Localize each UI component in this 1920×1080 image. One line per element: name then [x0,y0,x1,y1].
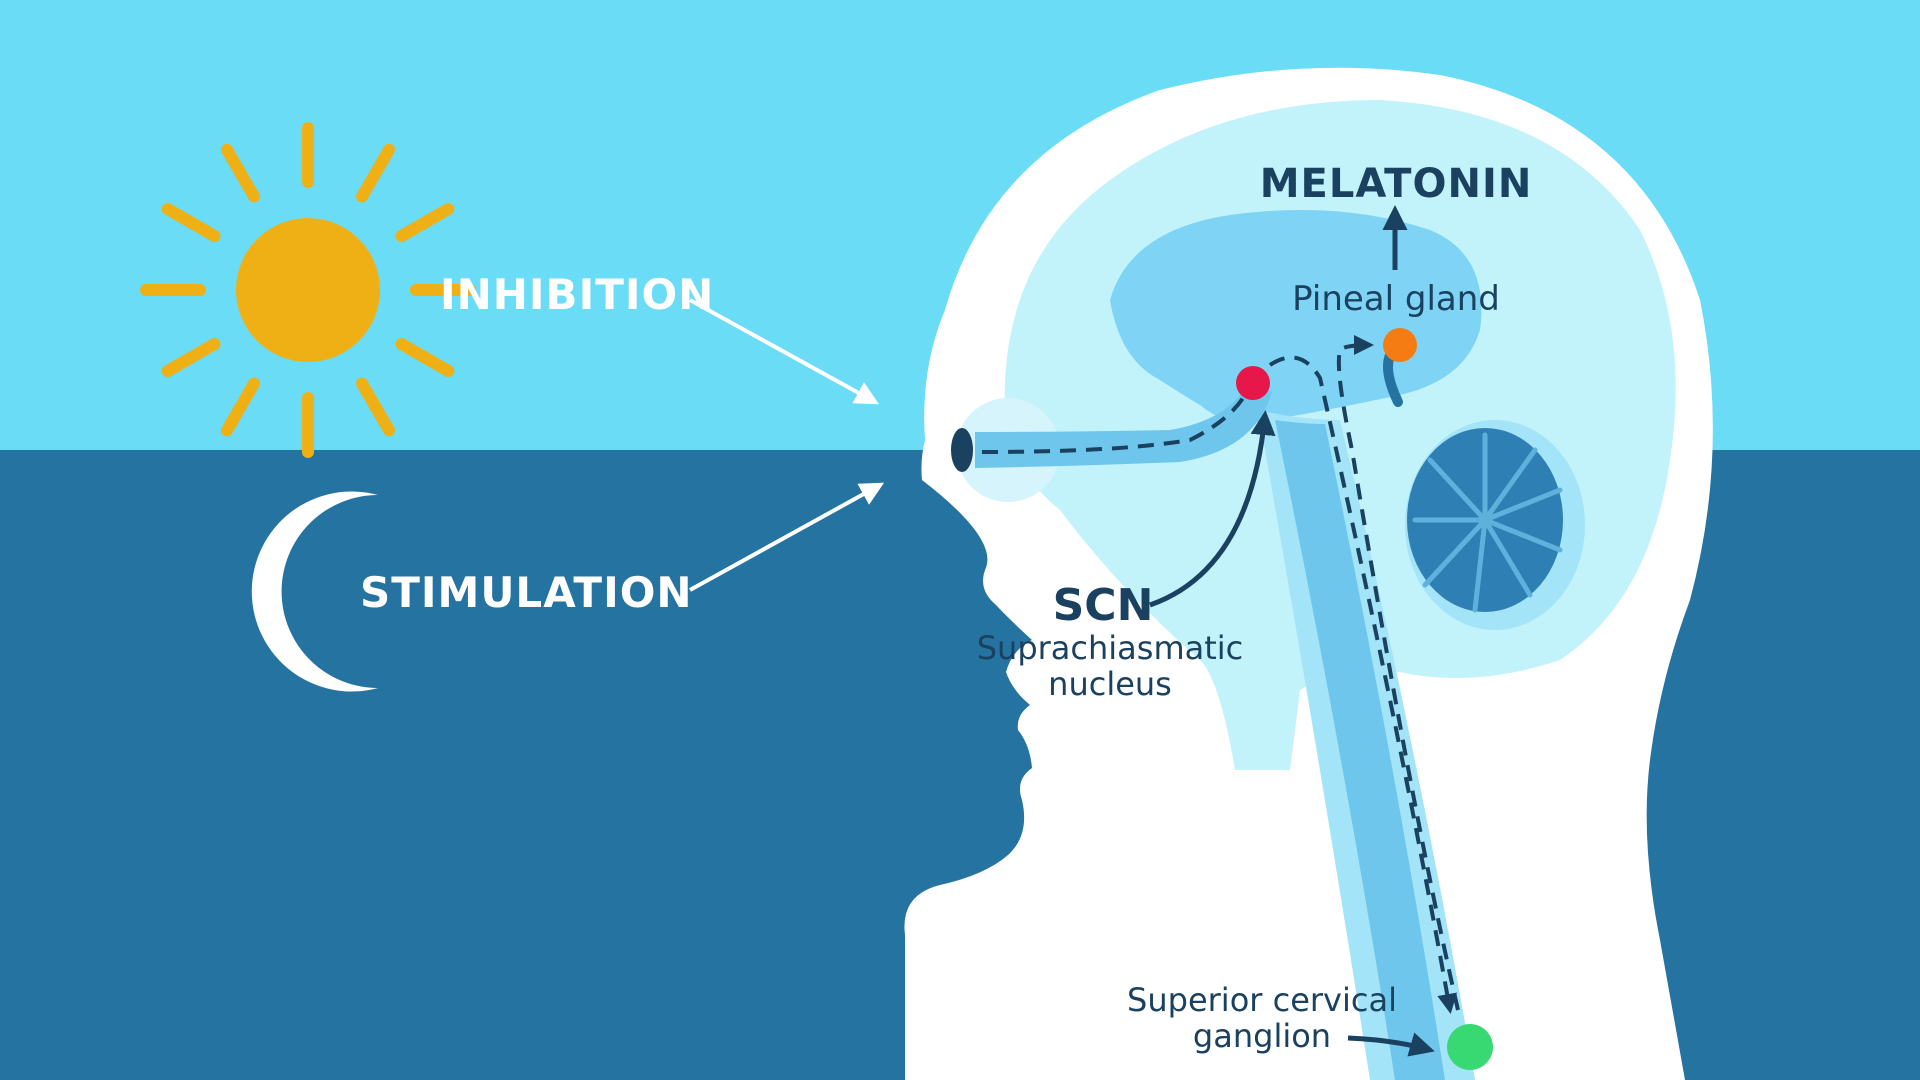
ganglion-label-line1: Superior cervical [1127,981,1397,1019]
scn-dot [1236,366,1270,400]
stimulation-label: STIMULATION [360,568,693,617]
stimulation-arrow [689,482,885,592]
ganglion-label-line2: ganglion [1192,1017,1332,1055]
pineal-gland-label: Pineal gland [1292,279,1500,319]
inhibition-arrow [689,298,880,405]
eye [951,428,973,472]
scn-connector-arrow [1149,410,1276,608]
ganglion-connector-arrow [1347,1032,1435,1057]
optic-nerve [975,380,1272,468]
scn-full-name-line2: nucleus [1048,665,1172,703]
cerebellum [1405,420,1585,630]
inhibition-label: INHIBITION [440,270,715,319]
brainstem [1275,420,1445,1080]
neural-pathway [981,335,1460,1014]
melatonin-label: MELATONIN [1259,161,1533,207]
sun-icon [140,122,476,458]
scn-full-name-line1: Suprachiasmatic [976,629,1244,667]
scn-label: SCN [1052,580,1154,631]
crescent-moon-icon [251,491,378,692]
ganglion-dot [1447,1024,1493,1070]
pineal-dot [1383,328,1417,362]
